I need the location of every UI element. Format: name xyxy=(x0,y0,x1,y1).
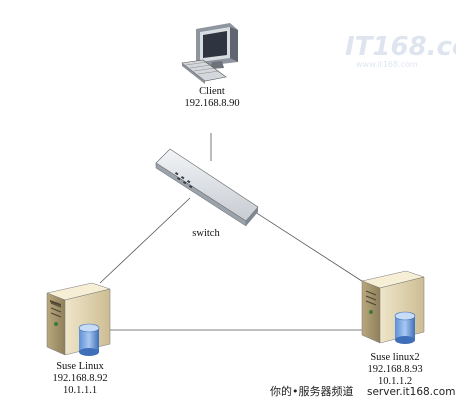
watermark-logo-text: IT168.com xyxy=(345,32,456,62)
client-computer-icon xyxy=(181,23,238,84)
watermark-footer-cn: 你的•服务器频道 xyxy=(270,384,354,398)
watermark-logo: IT168.com www.it168.com xyxy=(345,32,456,69)
server2-ip1: 192.168.8.93 xyxy=(367,364,422,375)
server1-icon xyxy=(46,282,111,356)
connection-lines xyxy=(99,133,369,331)
server1-ip1: 192.168.8.92 xyxy=(52,373,107,384)
link-switch-server1 xyxy=(99,197,191,284)
server2-icon xyxy=(361,270,425,344)
client-name: Client xyxy=(199,86,225,97)
client-ip: 192.168.8.90 xyxy=(184,98,239,109)
link-switch-server2 xyxy=(251,209,369,286)
server2-name: Suse linux2 xyxy=(370,352,419,363)
server1-ip2: 10.1.1.1 xyxy=(63,385,97,396)
watermark-logo-url: www.it168.com xyxy=(356,60,418,69)
switch-icon xyxy=(155,148,259,227)
server1-name: Suse Linux xyxy=(56,361,104,372)
watermark-footer-url: server.it168.com xyxy=(367,386,455,398)
switch-label: switch xyxy=(192,228,220,239)
server2-ip2: 10.1.1.2 xyxy=(378,376,412,387)
